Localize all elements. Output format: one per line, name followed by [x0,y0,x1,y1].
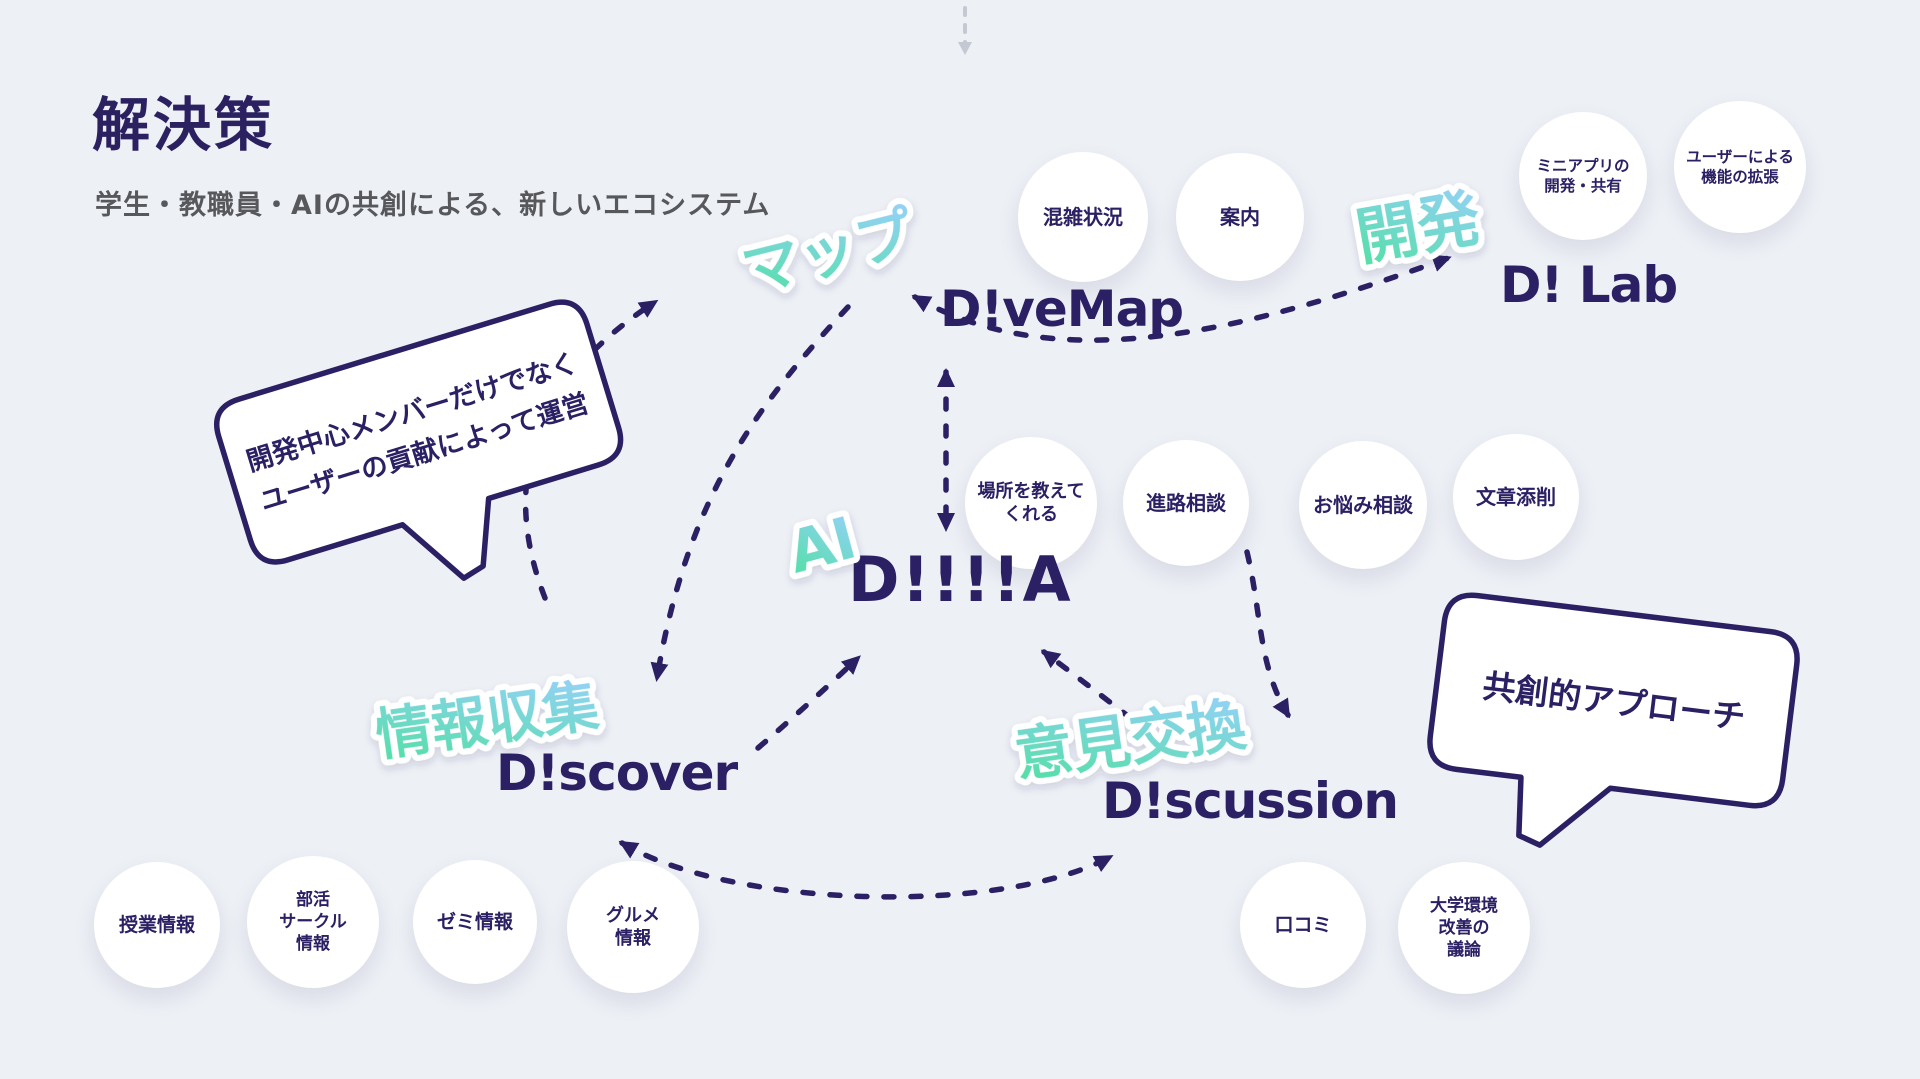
circle-label: 進路相談 [1146,491,1226,515]
speech-bubble-left: 開発中心メンバーだけでなく ユーザーの貢献によって運営 [213,299,624,581]
page-title: 解決策 [92,91,276,159]
circle-jugyo: 授業情報 [94,862,220,988]
circle-label: くれる [1004,504,1058,525]
circle-konzatsu: 混雑状況 [1018,152,1148,282]
circle-label: ユーザーによる [1686,147,1794,166]
circle-bukatsu: 部活 サークル 情報 [247,856,379,988]
circle-label: ミニアプリの [1536,156,1630,175]
circle-kuchikomi: 口コミ [1240,862,1366,988]
circle-label: 案内 [1220,205,1260,229]
node-dilab: D! Lab [1500,256,1678,314]
arrow-dia-to-discussion [1244,549,1291,719]
circle-label: サークル [279,911,347,932]
circle-label: 文章添削 [1476,485,1556,509]
sticker-kaihatsu: 開発 [1351,181,1487,275]
circle-label: 大学環境 [1430,895,1498,916]
circle-label: グルメ [606,904,660,926]
node-dia: D!!!!A [848,543,1073,616]
circle-miniapp: ミニアプリの 開発・共有 [1519,112,1647,240]
node-divemap: D!veMap [940,280,1184,338]
circle-userext: ユーザーによる 機能の拡張 [1674,101,1806,233]
speech-bubble-left-shape [213,299,624,581]
node-discussion: D!scussion [1102,772,1399,830]
speech-bubble-right-shape [1427,592,1800,848]
circle-label: 改善の [1438,917,1490,938]
circle-label: 混雑状況 [1043,205,1123,229]
circle-label: 部活 [296,889,330,910]
circle-zemi: ゼミ情報 [413,860,537,984]
speech-bubble-right-line1: 共創的アプローチ [1480,666,1747,737]
circle-basho: 場所を教えて くれる [965,437,1097,569]
speech-bubble-left-line1: 開発中心メンバーだけでなく [243,347,582,477]
circle-label: 口コミ [1274,913,1332,936]
circle-label: 場所を教えて [977,480,1085,502]
speech-bubble-left-line2: ユーザーの貢献によって運営 [256,388,592,518]
circle-label: 授業情報 [118,913,195,936]
circle-onayami: お悩み相談 [1299,441,1427,569]
node-discover: D!scover [496,744,738,802]
arrow-discover-to-divemap [522,299,659,601]
circle-shinro: 進路相談 [1123,440,1249,566]
page-subtitle: 学生・教職員・AIの共創による、新しいエコシステム [95,190,771,221]
circle-label: 情報 [615,928,651,949]
circle-annai: 案内 [1176,153,1304,281]
arrow-discover-to-dia [755,655,861,751]
circle-label: ゼミ情報 [436,910,513,933]
circle-daigaku: 大学環境 改善の 議論 [1398,862,1530,994]
arrow-discussion-to-dia [1040,649,1155,738]
circle-bunsho: 文章添削 [1453,434,1579,560]
circle-label: 機能の拡張 [1701,168,1779,186]
speech-bubble-right: 共創的アプローチ [1427,592,1800,848]
circle-label: お悩み相談 [1313,493,1413,517]
circle-label: 議論 [1447,940,1481,961]
circle-label: 情報 [296,934,330,955]
circle-gurume: グルメ 情報 [567,861,699,993]
arrow-divemap-to-discover [650,304,851,682]
circle-label: 開発・共有 [1544,177,1622,195]
arrow-discover-discussion [618,840,1114,900]
